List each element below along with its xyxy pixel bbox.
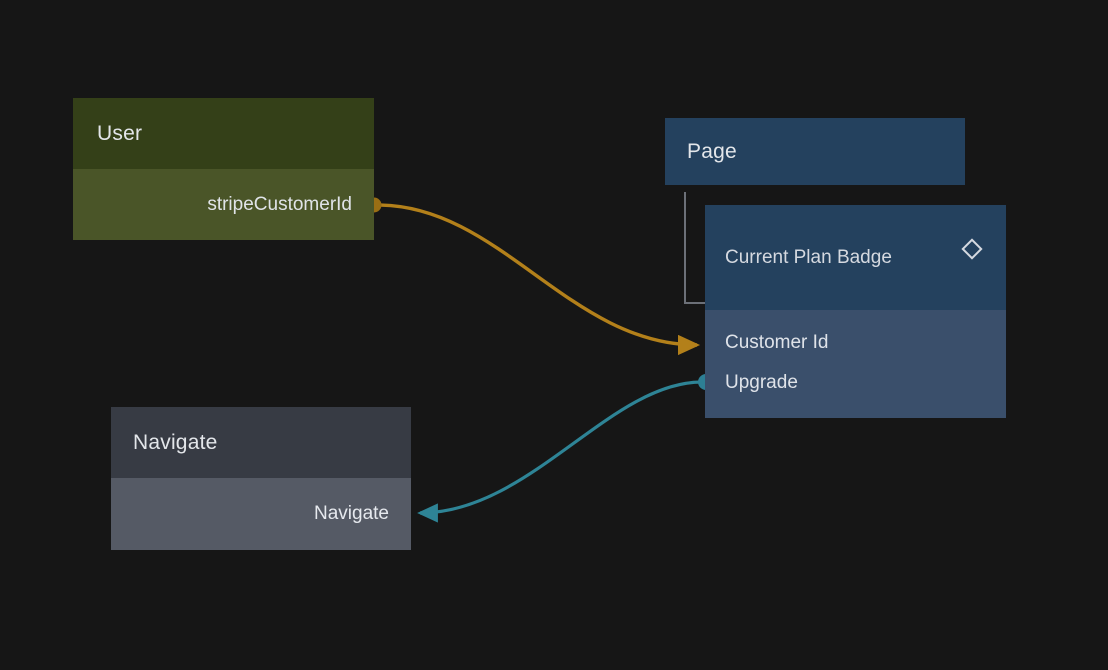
node-user-header[interactable]: User	[73, 98, 374, 169]
edge-user-to-customer-id	[377, 203, 701, 356]
node-navigate[interactable]: Navigate Navigate	[111, 407, 411, 550]
diamond-icon	[958, 235, 986, 263]
node-user[interactable]: User stripeCustomerId	[73, 98, 374, 240]
node-badge-header[interactable]: Current Plan Badge	[705, 205, 1006, 310]
node-user-body[interactable]: stripeCustomerId	[73, 169, 374, 240]
edge-upgrade-to-navigate	[417, 380, 703, 523]
node-user-title: User	[97, 121, 143, 145]
node-badge-body[interactable]: Customer Id Upgrade	[705, 310, 1006, 418]
field-customer-id-label: Customer Id	[725, 332, 829, 353]
field-upgrade-label: Upgrade	[725, 372, 798, 393]
node-page-title: Page	[687, 139, 737, 163]
node-navigate-header[interactable]: Navigate	[111, 407, 411, 478]
field-navigate-label: Navigate	[314, 503, 389, 524]
node-badge-title: Current Plan Badge	[725, 246, 892, 268]
page-child-bracket	[684, 192, 706, 304]
node-navigate-title: Navigate	[133, 430, 218, 454]
field-stripe-customer-id-label: stripeCustomerId	[207, 193, 352, 215]
node-page[interactable]: Page	[665, 118, 965, 185]
node-navigate-body[interactable]: Navigate	[111, 478, 411, 550]
node-current-plan-badge[interactable]: Current Plan Badge Customer Id Upgrade	[705, 205, 1006, 418]
